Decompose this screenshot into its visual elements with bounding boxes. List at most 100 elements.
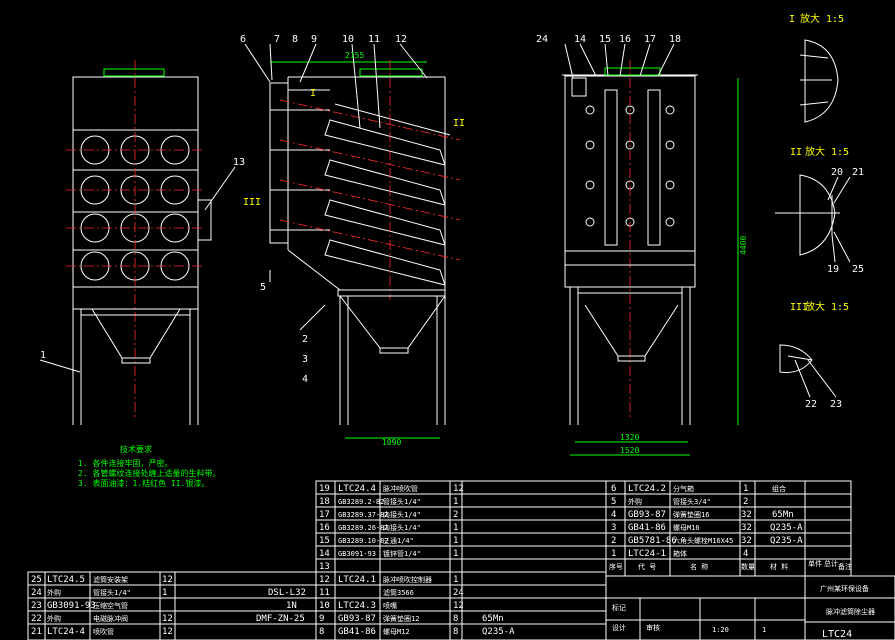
balloon-20: 20 (831, 167, 843, 178)
bom-r-mat: 65Mn (772, 510, 794, 520)
bom-l-name: 电磁脉冲阀 (93, 614, 128, 623)
bom-l-no: 22 (31, 614, 42, 624)
bom-l-name: 滤筒安装架 (93, 575, 128, 584)
bom-r-qty: 1 (743, 484, 748, 494)
balloon-5: 5 (260, 282, 266, 293)
bom-l-no: 21 (31, 627, 42, 637)
bom-r-no: 2 (611, 536, 616, 546)
side-blow-pipes (270, 109, 330, 231)
dimensions: 2155 1090 4400 1320 1520 (345, 51, 748, 455)
bom-m-no: 16 (319, 523, 330, 533)
balloon-12: 12 (395, 34, 407, 45)
bom-l-qty: 12 (162, 627, 173, 637)
front-outlet-flange (103, 68, 165, 77)
bom-l-spec: DSL-L32 (268, 588, 306, 598)
balloon-6: 6 (240, 34, 246, 45)
dim-right-outer: 1520 (620, 446, 639, 455)
bom-m-no: 8 (319, 627, 324, 637)
bom-m-name: 镀锌管1/4" (383, 549, 421, 558)
view-marks: I II III I 放大 1:5 II 放大 1:5 III 放大 1:5 (243, 12, 849, 313)
bom-l-spec: 1N (286, 601, 297, 611)
title-block: 广州某环保设备 脉冲滤筒除尘器 LTC24 1:20 1 标记 设计 审核 (612, 584, 875, 640)
dim-right-inner: 1320 (620, 433, 639, 442)
front-view (66, 60, 212, 425)
balloon-8: 8 (292, 34, 298, 45)
bom-m-name: 脉冲喷吹控制器 (383, 575, 432, 584)
bom-m-code: LTC24.4 (338, 484, 376, 494)
bom-m-name: 弹簧垫圈12 (383, 614, 419, 623)
bom-r-code: GB5781-86 (628, 536, 677, 546)
bom-m-qty: 1 (453, 549, 458, 559)
bom-m-no: 11 (319, 588, 330, 598)
balloon-18: 18 (669, 34, 681, 45)
bom-table-lines (27, 480, 895, 640)
mark-I: I (310, 88, 316, 99)
title-row-design: 设计 (612, 623, 626, 632)
bom-header-code: 代 号 (638, 562, 656, 571)
bom-r-code: LTC24.2 (628, 484, 666, 494)
bom-l-code: GB3091-93 (47, 601, 96, 611)
bom-l-code: LTC24-4 (47, 627, 85, 637)
bom-r-name: 螺母M16 (673, 523, 700, 532)
detail-II-roman: II (790, 147, 802, 158)
bom-left: 25 LTC24.5 滤筒安装架 12 24 外购 管接头1/4" 1 DSL-… (31, 575, 306, 637)
bom-r-code: GB41-86 (628, 523, 666, 533)
balloon-21: 21 (852, 167, 864, 178)
mark-III: III (243, 197, 261, 208)
bom-l-name: 喷吹管 (93, 627, 114, 636)
bom-m-no: 10 (319, 601, 330, 611)
bom-m-name: 管接头1/4" (383, 497, 421, 506)
bom-m-name: 螺母M12 (383, 627, 410, 636)
title-company: 广州某环保设备 (820, 584, 869, 593)
bom-r-name: 六角头螺栓M16X45 (673, 536, 733, 545)
bom-m-no: 15 (319, 536, 330, 546)
bom-m-qty: 1 (453, 575, 458, 585)
bom-header-remark: 备注 (838, 562, 852, 571)
bom-r-mat: Q235-A (770, 523, 803, 533)
bom-l-no: 23 (31, 601, 42, 611)
bom-r-qty: 32 (741, 523, 752, 533)
front-housing (72, 76, 199, 288)
balloon-9: 9 (311, 34, 317, 45)
balloon-11: 11 (368, 34, 380, 45)
bom-header-name: 名 称 (690, 562, 708, 571)
mark-II: II (453, 118, 465, 129)
balloon-25: 25 (852, 264, 864, 275)
bom-m-code: GB93-87 (338, 614, 376, 624)
bom-r-qty: 4 (743, 549, 748, 559)
side-air-box (269, 82, 289, 244)
title-sheet: 1 (762, 626, 766, 634)
balloon-15: 15 (599, 34, 611, 45)
dim-hopper-width: 1090 (382, 438, 401, 447)
bom-r-no: 6 (611, 484, 616, 494)
bom-m-qty: 1 (453, 523, 458, 533)
bom-r-qty: 2 (743, 497, 748, 507)
bom-l-no: 24 (31, 588, 42, 598)
bom-r-no: 4 (611, 510, 616, 520)
bom-m-code: GB3289.2-82 (338, 498, 384, 506)
bom-m-qty: 2 (453, 510, 458, 520)
bom-r-code: 外购 (628, 497, 642, 506)
bom-r-name: 管接头3/4" (673, 497, 711, 506)
bom-m-qty: 12 (453, 601, 464, 611)
tech-item-2: 2. 各管螺纹连接处缠上适量的生料带。 (78, 468, 220, 478)
bom-m-code: GB3289.10-82 (338, 537, 389, 545)
bom-m-qty: 24 (453, 588, 464, 598)
title-row-review: 审核 (646, 623, 660, 632)
bom-m-no: 13 (319, 562, 330, 572)
bom-m-name: 脉冲喷吹管 (383, 484, 418, 493)
bom-header-unit-weight: 单件 (808, 559, 822, 568)
bom-r-name: 分气箱 (673, 484, 694, 493)
title-scale: 1:20 (712, 626, 729, 634)
dim-height: 4400 (739, 236, 748, 255)
balloon-7: 7 (274, 34, 280, 45)
detail-III-roman: III (790, 302, 808, 313)
tech-requirements: 技术要求 1. 各件连接牢固，严密。 2. 各管螺纹连接处缠上适量的生料带。 3… (78, 444, 220, 488)
bom-r-code: GB93-87 (628, 510, 666, 520)
bom-l-code: 外购 (47, 614, 61, 623)
bom-r-no: 1 (611, 549, 616, 559)
balloon-13: 13 (233, 157, 245, 168)
bom-m-name: 滤筒3566 (383, 588, 414, 597)
bom-r-qty: 32 (741, 510, 752, 520)
bom-r-name: 箱体 (673, 549, 687, 558)
